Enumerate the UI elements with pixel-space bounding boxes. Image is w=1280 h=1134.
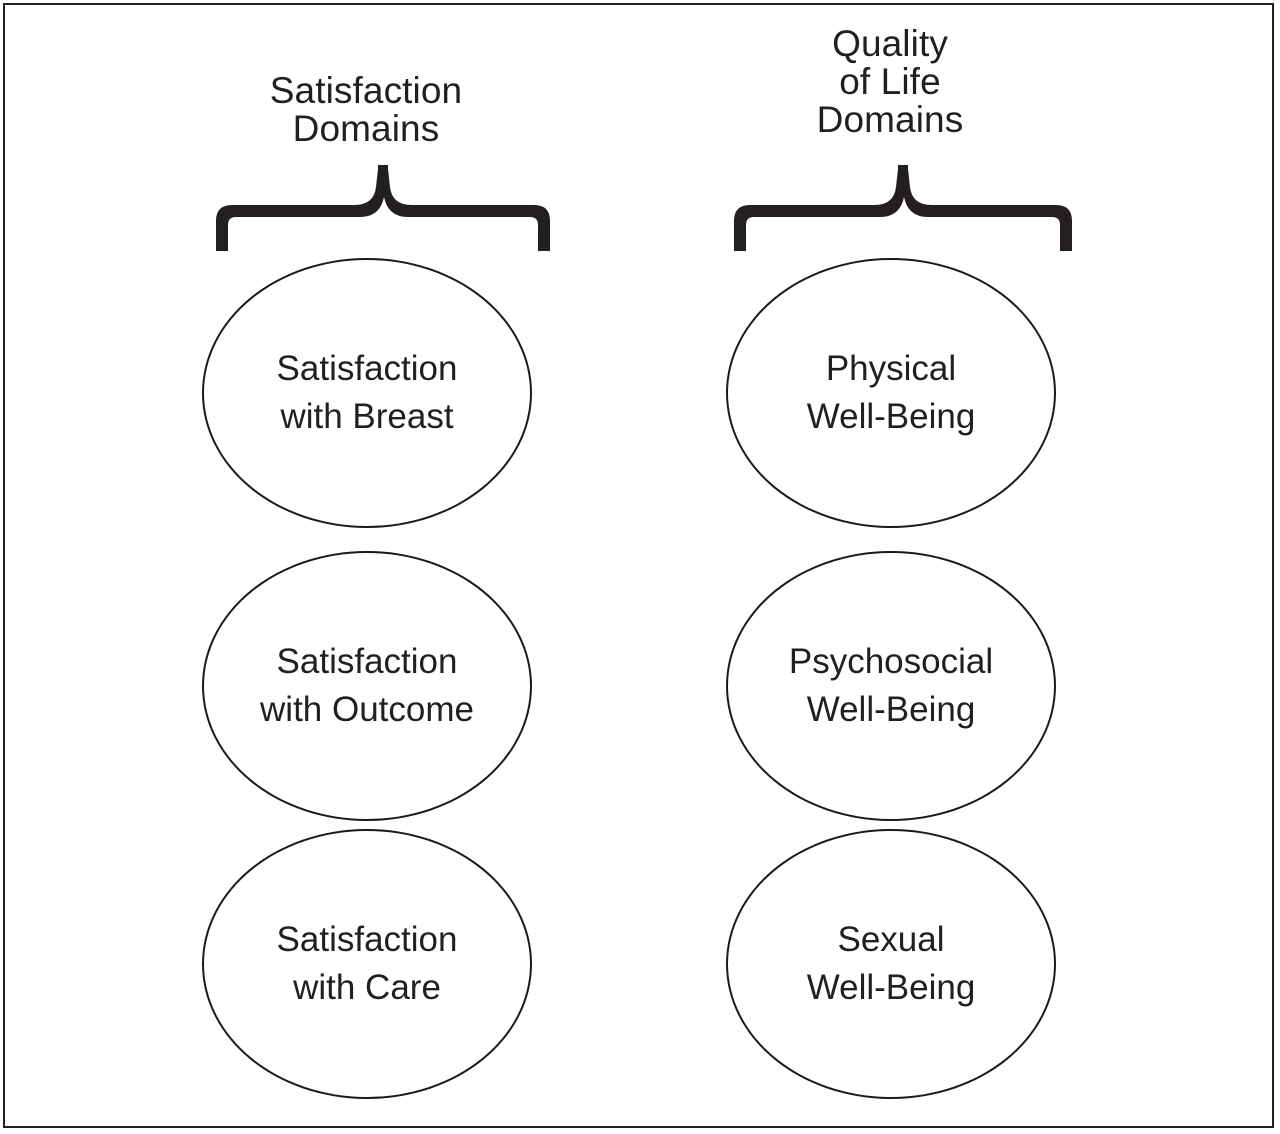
ellipse-outline (202, 829, 532, 1099)
quality-of-life-domains-column: Quality of Life Domains Physical Well-Be… (630, 0, 1150, 1134)
ellipse-outline (726, 551, 1056, 821)
node-label: Sexual Well-Being (806, 920, 976, 1007)
satisfaction-with-care-node[interactable]: Satisfaction with Care (202, 829, 532, 1099)
node-label: Satisfaction with Breast (276, 349, 458, 436)
satisfaction-domains-brace (106, 163, 626, 253)
node-label: Psychosocial Well-Being (788, 642, 994, 729)
node-label: Physical Well-Being (806, 349, 976, 436)
quality-of-life-domains-heading: Quality of Life Domains (816, 23, 964, 141)
node-label: Satisfaction with Outcome (260, 642, 474, 729)
satisfaction-domains-heading: Satisfaction Domains (269, 70, 463, 150)
satisfaction-with-outcome-node[interactable]: Satisfaction with Outcome (202, 551, 532, 821)
psychosocial-well-being-node[interactable]: Psychosocial Well-Being (726, 551, 1056, 821)
ellipse-outline (202, 258, 532, 528)
node-label: Satisfaction with Care (276, 920, 458, 1007)
sexual-well-being-node[interactable]: Sexual Well-Being (726, 829, 1056, 1099)
ellipse-outline (726, 258, 1056, 528)
ellipse-outline (202, 551, 532, 821)
quality-of-life-domains-brace (630, 163, 1150, 253)
physical-well-being-node[interactable]: Physical Well-Being (726, 258, 1056, 528)
satisfaction-domains-column: Satisfaction Domains Satisfaction with B… (106, 0, 626, 1134)
ellipse-outline (726, 829, 1056, 1099)
satisfaction-with-breast-node[interactable]: Satisfaction with Breast (202, 258, 532, 528)
